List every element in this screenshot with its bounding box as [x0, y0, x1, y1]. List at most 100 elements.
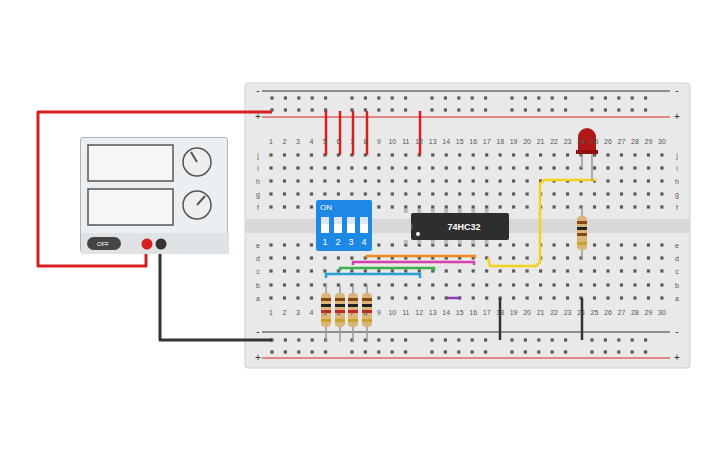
- hole: [485, 192, 488, 195]
- hole: [418, 166, 421, 169]
- hole: [284, 108, 287, 111]
- column-number: 20: [523, 309, 531, 316]
- hole: [404, 283, 407, 286]
- column-number: 23: [564, 309, 572, 316]
- hole: [593, 192, 596, 195]
- pin: [471, 240, 475, 244]
- hole: [458, 205, 461, 208]
- hole: [269, 243, 272, 246]
- hole: [445, 205, 448, 208]
- hole: [593, 269, 596, 272]
- rail-line: [262, 358, 670, 359]
- column-number: 25: [591, 138, 599, 145]
- hole: [485, 283, 488, 286]
- switch-number: 3: [348, 238, 353, 247]
- column-number: 27: [618, 138, 626, 145]
- hole: [269, 153, 272, 156]
- hole: [606, 205, 609, 208]
- hole: [647, 296, 650, 299]
- hole: [337, 179, 340, 182]
- resistor-body: [362, 293, 372, 327]
- hole: [457, 338, 460, 341]
- hole: [552, 153, 555, 156]
- column-number: 28: [631, 309, 639, 316]
- pulldown-resistors: [321, 285, 372, 342]
- hole: [485, 153, 488, 156]
- rail-line: [262, 332, 670, 333]
- hole: [485, 205, 488, 208]
- hole: [404, 166, 407, 169]
- rail-sign: -: [675, 327, 678, 337]
- hole: [526, 205, 529, 208]
- hole: [512, 283, 515, 286]
- column-number: 9: [377, 309, 381, 316]
- hole: [391, 166, 394, 169]
- hole: [566, 243, 569, 246]
- hole: [269, 205, 272, 208]
- hole: [270, 96, 273, 99]
- hole: [472, 269, 475, 272]
- hole: [606, 269, 609, 272]
- hole: [660, 166, 663, 169]
- hole: [297, 96, 300, 99]
- rail-sign: -: [256, 86, 259, 96]
- hole: [391, 338, 394, 341]
- hole: [660, 243, 663, 246]
- hole: [660, 269, 663, 272]
- hole: [537, 96, 540, 99]
- hole: [566, 166, 569, 169]
- hole: [377, 350, 380, 353]
- column-number: 1: [269, 309, 273, 316]
- switch-lever: [321, 217, 329, 224]
- hole: [524, 338, 527, 341]
- hole: [296, 192, 299, 195]
- hole: [526, 256, 529, 259]
- hole: [551, 108, 554, 111]
- hole: [510, 350, 513, 353]
- switch-slot: [321, 217, 329, 233]
- hole: [631, 96, 634, 99]
- hole: [539, 269, 542, 272]
- column-number: 13: [429, 138, 437, 145]
- hole: [311, 350, 314, 353]
- hole: [631, 108, 634, 111]
- column-number: 29: [645, 309, 653, 316]
- hole: [445, 192, 448, 195]
- hole: [431, 283, 434, 286]
- row-letter: c: [256, 268, 260, 275]
- hole: [457, 350, 460, 353]
- hole: [485, 166, 488, 169]
- column-number: 16: [469, 309, 477, 316]
- band: [335, 319, 345, 322]
- hole: [620, 283, 623, 286]
- hole: [391, 153, 394, 156]
- hole: [310, 283, 313, 286]
- row-letter: h: [675, 178, 679, 185]
- hole: [566, 283, 569, 286]
- hole: [526, 296, 529, 299]
- hole: [472, 192, 475, 195]
- hole: [579, 283, 582, 286]
- hole: [552, 283, 555, 286]
- hole: [660, 296, 663, 299]
- hole: [377, 269, 380, 272]
- pin: [444, 240, 448, 244]
- hole: [310, 205, 313, 208]
- hole: [364, 269, 367, 272]
- hole: [512, 192, 515, 195]
- column-number: 8: [363, 138, 367, 145]
- column-number: 15: [456, 309, 464, 316]
- hole: [552, 166, 555, 169]
- hole: [418, 296, 421, 299]
- hole: [660, 283, 663, 286]
- hole: [526, 192, 529, 195]
- hole: [323, 179, 326, 182]
- hole: [552, 269, 555, 272]
- rail-sign: -: [675, 86, 678, 96]
- column-number: 8: [363, 309, 367, 316]
- hole: [617, 338, 620, 341]
- hole: [337, 256, 340, 259]
- hole: [593, 256, 596, 259]
- hole: [590, 350, 593, 353]
- column-number: 22: [550, 309, 558, 316]
